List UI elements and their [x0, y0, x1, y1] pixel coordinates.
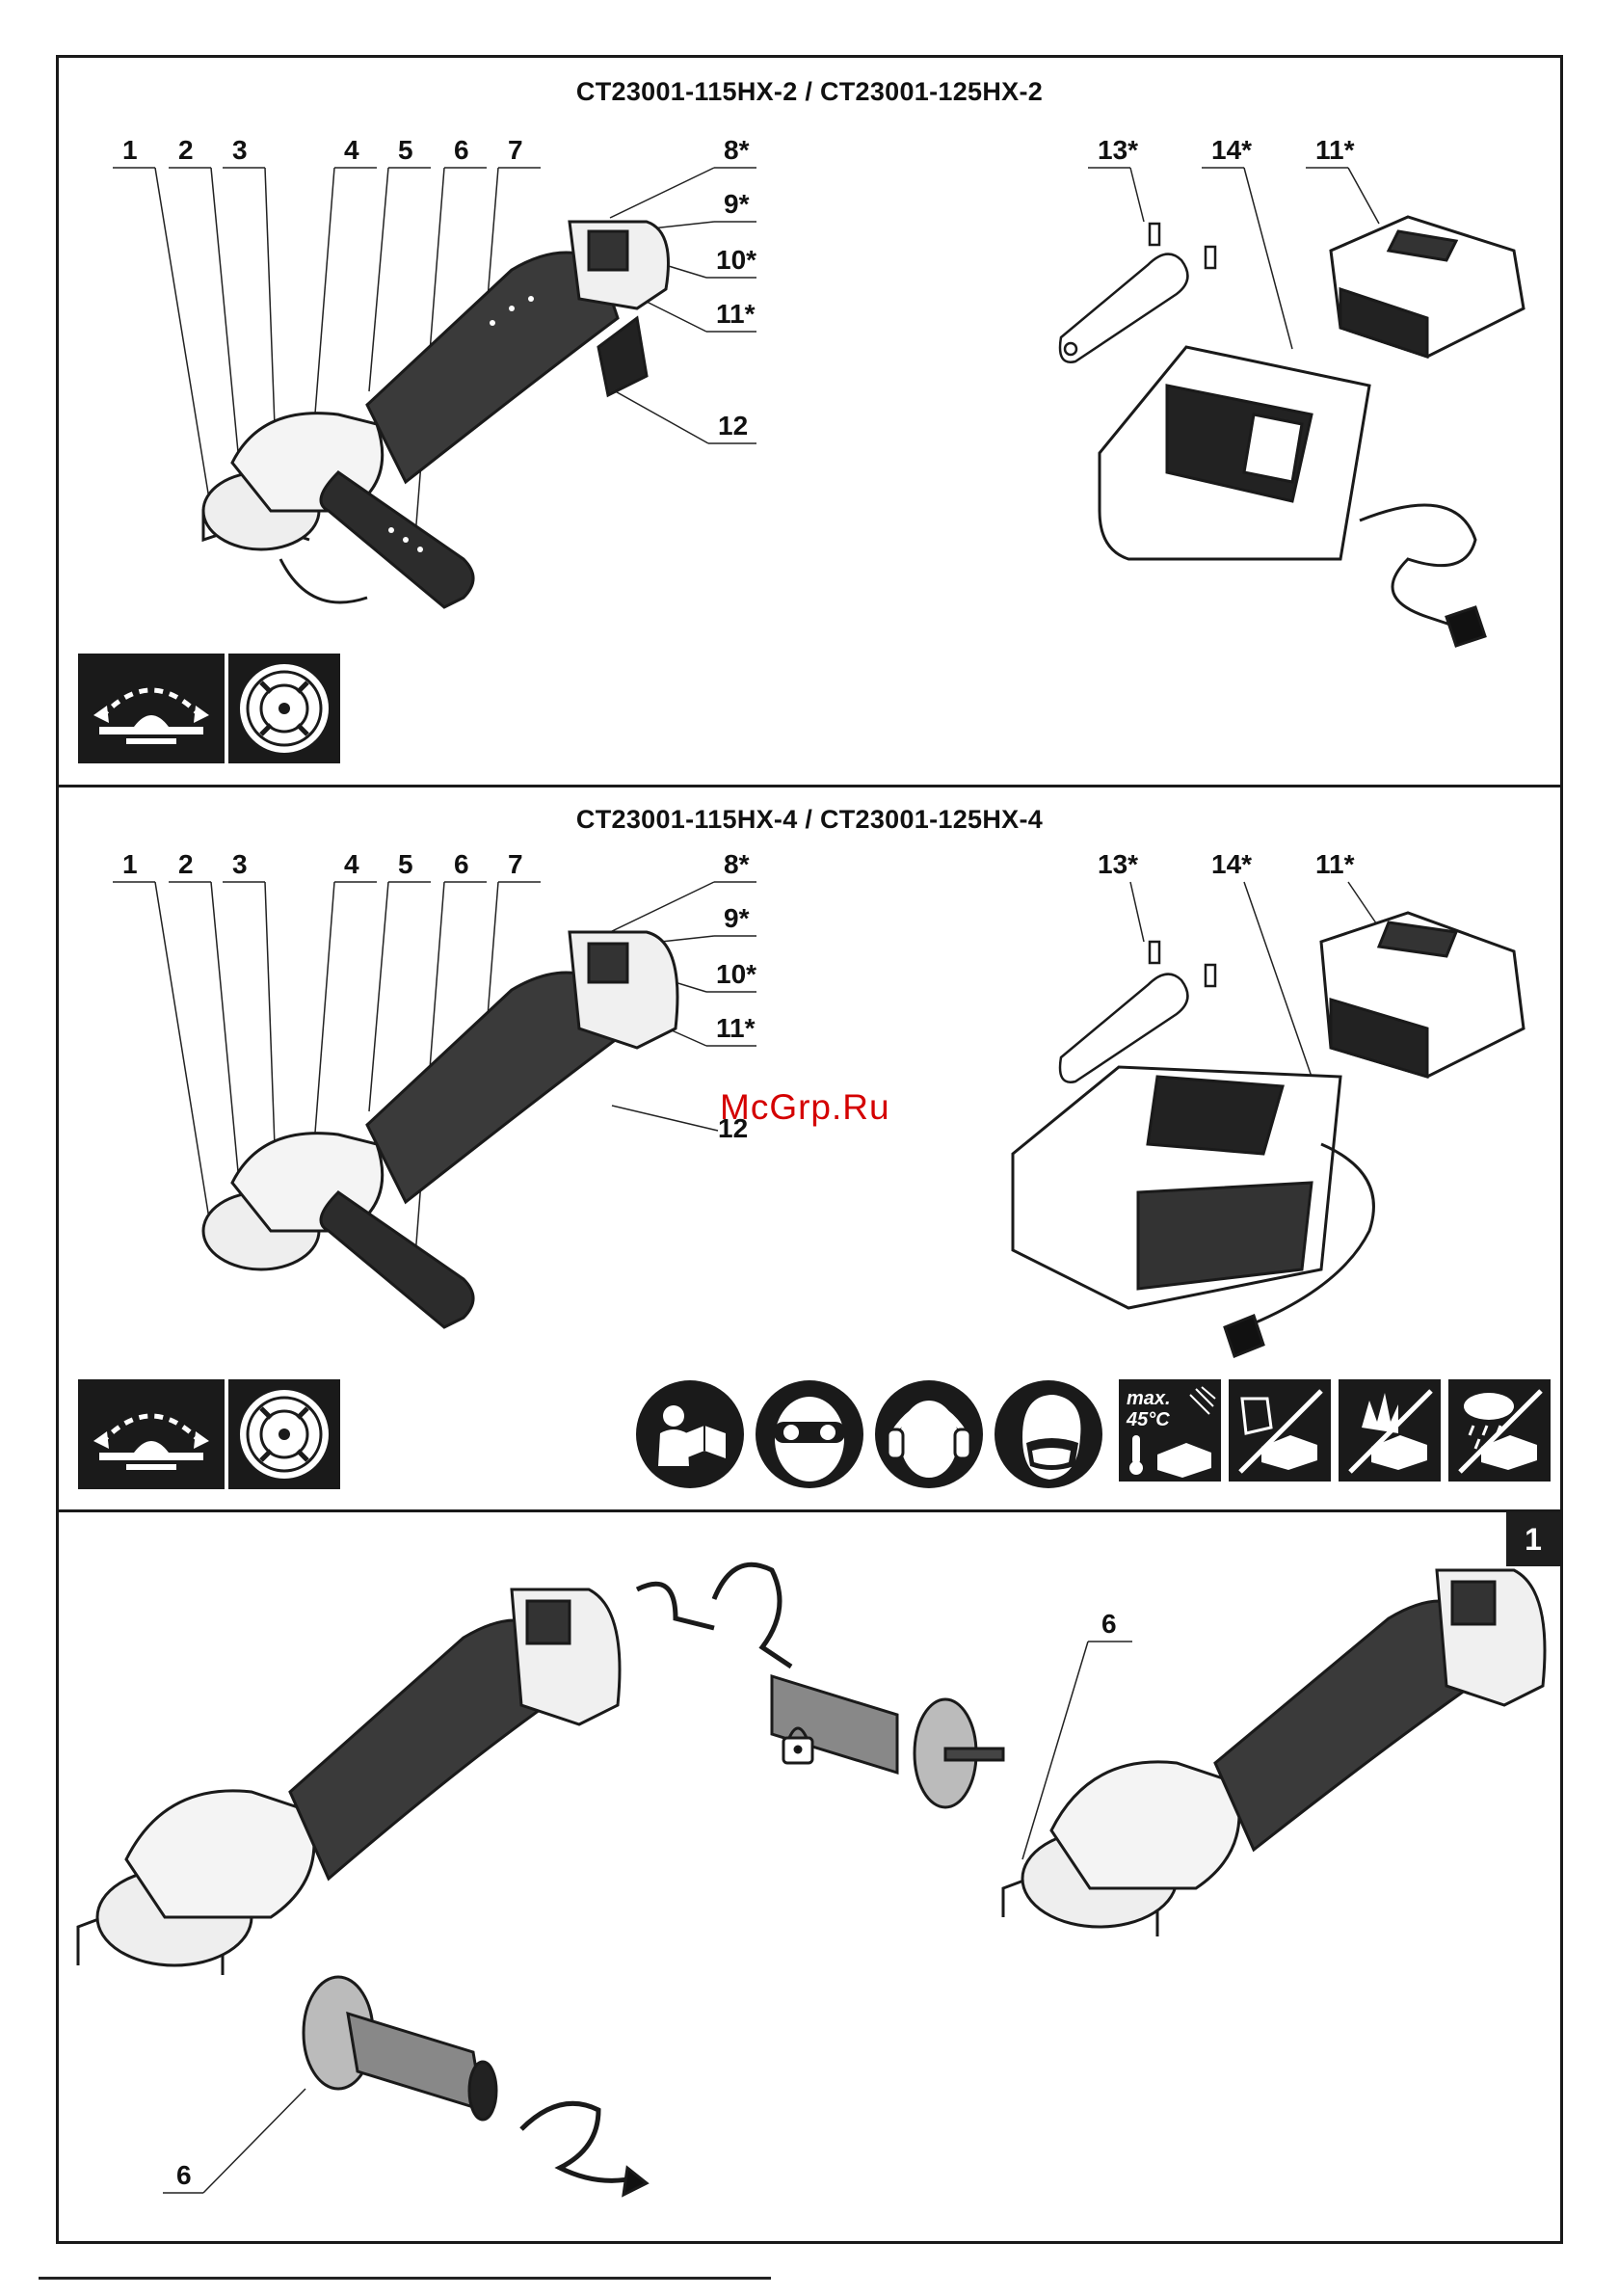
- panel-hx4: CT23001-115HX-4 / CT23001-125HX-4 1 2 3 …: [56, 785, 1563, 1512]
- brake-disc-icon: [228, 654, 340, 768]
- footer-rule: [39, 2277, 771, 2280]
- no-water-battery-icon: [1229, 1379, 1331, 1486]
- watermark: McGrp.Ru: [720, 1087, 890, 1128]
- handle-mounting-illustration: [59, 1512, 1560, 2241]
- max-temperature-icon: max. 45°C: [1119, 1379, 1221, 1486]
- eye-protection-icon: [755, 1379, 864, 1494]
- temp-value-text: 45°C: [1126, 1409, 1170, 1430]
- swivel-guard-icon: [78, 654, 225, 768]
- ear-protection-icon: [874, 1379, 984, 1494]
- no-rain-battery-icon: [1448, 1379, 1551, 1486]
- brake-disc-icon: [228, 1379, 340, 1494]
- temp-max-text: max.: [1127, 1388, 1171, 1409]
- swivel-guard-icon: [78, 1379, 225, 1494]
- no-fire-battery-icon: [1339, 1379, 1441, 1486]
- dust-mask-icon: [994, 1379, 1103, 1494]
- panel-hx2: CT23001-115HX-2 / CT23001-125HX-2 1 2 3 …: [56, 55, 1563, 788]
- panel-figure-1: 1 6 6: [56, 1509, 1563, 2244]
- read-manual-icon: [635, 1379, 745, 1494]
